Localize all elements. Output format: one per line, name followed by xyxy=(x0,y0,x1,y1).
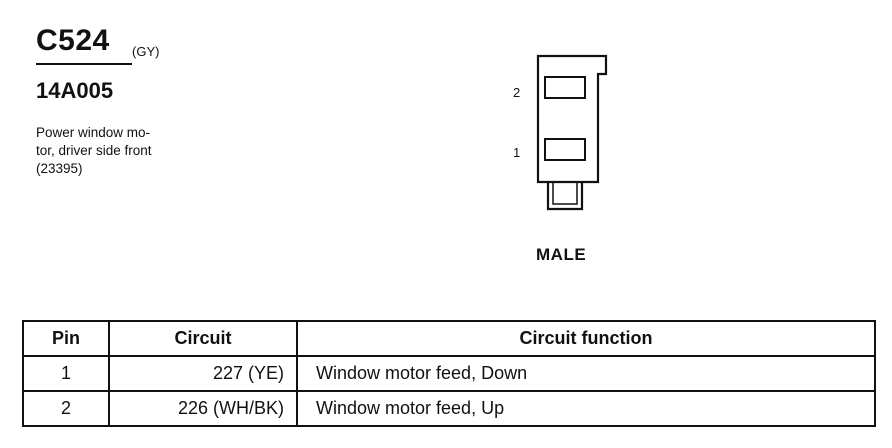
pin-cavity-2 xyxy=(544,76,586,99)
column-header-function: Circuit function xyxy=(296,320,876,357)
connector-housing xyxy=(536,54,608,184)
description-line: tor, driver side front xyxy=(36,143,152,158)
connector-face-diagram xyxy=(536,54,608,211)
column-header-circuit: Circuit xyxy=(108,320,298,357)
pin-cell: 2 xyxy=(22,390,110,427)
description-line: (23395) xyxy=(36,161,83,176)
connector-latch-inner xyxy=(552,182,578,205)
connector-id: C524 xyxy=(36,24,110,57)
column-header-pin: Pin xyxy=(22,320,110,357)
part-number: 14A005 xyxy=(36,78,114,103)
wire-color-code: (GY) xyxy=(132,44,160,59)
table-header-row: Pin Circuit Circuit function xyxy=(22,320,876,357)
connector-latch xyxy=(546,182,584,211)
pin-cavity-1 xyxy=(544,138,586,161)
pin-label-1: 1 xyxy=(513,145,521,160)
description-line: Power window mo- xyxy=(36,125,151,140)
connector-gender: MALE xyxy=(536,245,587,264)
circuit-cell: 226 (WH/BK) xyxy=(108,390,298,427)
pin-label-2: 2 xyxy=(513,85,521,100)
function-cell: Window motor feed, Up xyxy=(296,390,876,427)
circuit-cell: 227 (YE) xyxy=(108,355,298,392)
connector-description: Power window mo- tor, driver side front … xyxy=(36,124,152,178)
pinout-table: Pin Circuit Circuit function 1 227 (YE) … xyxy=(22,320,876,427)
pin-cell: 1 xyxy=(22,355,110,392)
table-row: 2 226 (WH/BK) Window motor feed, Up xyxy=(22,390,876,427)
function-cell: Window motor feed, Down xyxy=(296,355,876,392)
table-row: 1 227 (YE) Window motor feed, Down xyxy=(22,355,876,392)
connector-id-underline xyxy=(36,63,132,65)
